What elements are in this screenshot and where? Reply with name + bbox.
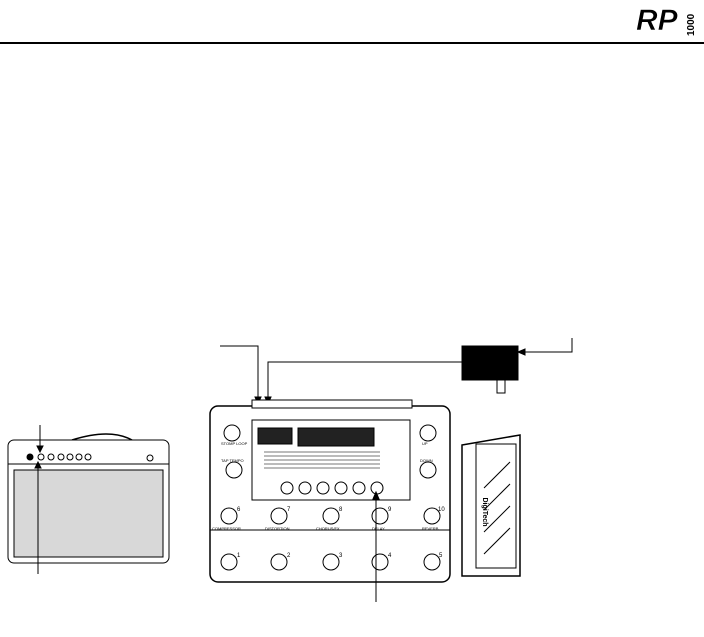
down-label: DOWN (420, 458, 433, 463)
up-label: UP (422, 441, 428, 446)
compressor-label: COMPRESSOR (212, 526, 241, 531)
treadle-grooves (483, 461, 511, 555)
stomp-loop-label: STOMP LOOP (221, 441, 248, 446)
power-cable (267, 361, 462, 402)
power-callout-arrow (516, 348, 526, 356)
footswitch-number: 7 (287, 507, 291, 513)
power-callout-line (522, 338, 573, 353)
amp-power-light (146, 454, 154, 462)
amp-knob (84, 453, 92, 461)
amp-knobs (26, 453, 154, 462)
tap-footswitch (225, 461, 243, 479)
header-rule (0, 42, 704, 44)
lcd-display (297, 427, 375, 447)
amp-knob (75, 453, 83, 461)
amp-knob (47, 453, 55, 461)
distortion-label: DISTORTION (265, 526, 290, 531)
pedalboard-rear-panel (251, 399, 413, 409)
footswitch-number: 3 (339, 553, 343, 559)
expression-volume-knob (419, 424, 437, 442)
input-callout-line (220, 345, 259, 402)
amp-input-arrow (36, 445, 44, 454)
knob-2 (298, 481, 312, 495)
footswitch-number: 8 (339, 507, 343, 513)
reverb-label: REVERB (422, 526, 439, 531)
knob-4 (334, 481, 348, 495)
tap-tempo-label: TAP TEMPO (221, 458, 244, 463)
logo-model-text: 1000 (686, 13, 697, 36)
delay-label: DELAY (372, 526, 385, 531)
rp1000-pedalboard (209, 399, 451, 602)
rp1000-logo: RP 1000 (636, 4, 697, 38)
amp-input-jack (26, 453, 34, 461)
power-supply-plug (496, 379, 506, 394)
knob-5 (352, 481, 366, 495)
master-volume-knob (223, 424, 241, 442)
expression-pedal (461, 434, 521, 577)
parameter-knobs (280, 481, 384, 495)
matrix-text-lines (264, 451, 380, 469)
knob-3 (316, 481, 330, 495)
footswitch-number: 9 (388, 507, 392, 513)
amp-knob (66, 453, 74, 461)
knob-1 (280, 481, 294, 495)
footswitch-number: 10 (438, 507, 445, 513)
guitar-amp (7, 425, 170, 574)
power-supply-box (461, 345, 519, 381)
footswitch-number: 1 (237, 553, 241, 559)
logo-rp-text: RP (636, 4, 679, 37)
footswitch-number: 6 (237, 507, 241, 513)
amp-knob (37, 453, 45, 461)
footswitch-number: 4 (388, 553, 392, 559)
power-supply (220, 338, 573, 406)
footswitch-number: 5 (439, 553, 443, 559)
top-footswitch-row (220, 507, 441, 525)
digitech-vertical-logo: DigiTech (481, 497, 488, 526)
down-footswitch (419, 461, 437, 479)
preset-display (257, 427, 293, 445)
knob-6 (370, 481, 384, 495)
knob-callout-arrow (372, 490, 380, 500)
chorus-fx-label: CHORUS/FX (316, 526, 340, 531)
footswitch-number: 2 (287, 553, 291, 559)
amp-knob (57, 453, 65, 461)
amp-grille (13, 469, 164, 558)
amp-handle (71, 433, 133, 441)
amp-return-arrow (34, 460, 42, 469)
